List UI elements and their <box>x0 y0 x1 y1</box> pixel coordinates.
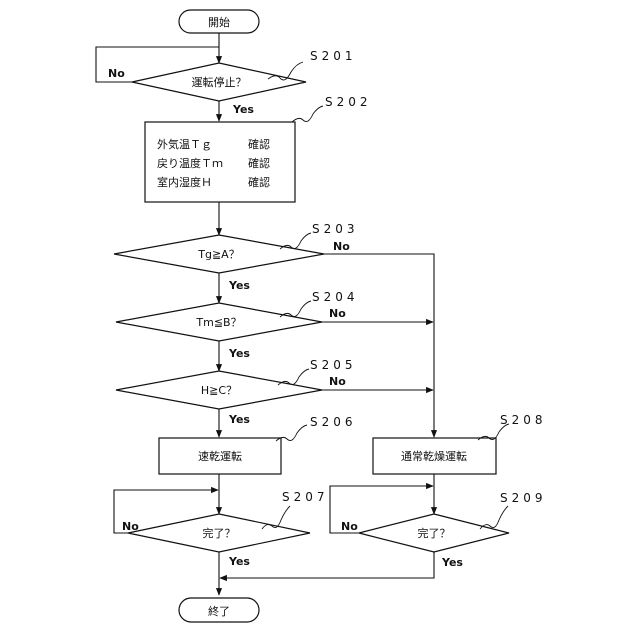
s204-yes-label: Yes <box>228 347 250 360</box>
process-s206-label: 速乾運転 <box>198 450 242 463</box>
end-terminator: 終了 <box>179 598 259 622</box>
step-label-s202: S202 <box>325 95 372 109</box>
step-label-s208: S208 <box>500 413 547 427</box>
decision-s203: Tg≧A？ <box>114 235 324 273</box>
s209-no-label: No <box>341 520 358 533</box>
decision-s203-label: Tg≧A？ <box>197 248 239 261</box>
s207-yes-label: Yes <box>228 555 250 568</box>
step-label-s203: S203 <box>312 222 359 236</box>
decision-s204-label: Tm≦B？ <box>195 316 241 329</box>
end-label: 終了 <box>208 604 230 618</box>
s203-yes-label: Yes <box>228 279 250 292</box>
decision-s207-label: 完了？ <box>203 526 236 540</box>
step-label-s206: S206 <box>310 415 357 429</box>
s202-item-return-temp-check: 確認 <box>248 156 270 170</box>
decision-s201-label: 運転停止？ <box>192 75 247 89</box>
decision-s201: 運転停止？ <box>132 63 306 101</box>
s202-item-outdoor-temp-check: 確認 <box>248 137 270 151</box>
step-label-s204: S204 <box>312 290 359 304</box>
s203-no-label: No <box>333 240 350 253</box>
s202-item-room-humidity: 室内湿度Ｈ <box>157 175 212 189</box>
process-s208: 通常乾燥運転 <box>373 438 496 474</box>
s205-yes-label: Yes <box>228 413 250 426</box>
s202-item-room-humidity-check: 確認 <box>248 175 270 189</box>
decision-s207: 完了？ <box>128 514 310 552</box>
step-label-s207: S207 <box>282 490 329 504</box>
s205-no-label: No <box>329 375 346 388</box>
decision-s209-label: 完了？ <box>418 526 451 540</box>
step-label-s205: S205 <box>310 358 357 372</box>
decision-s209: 完了？ <box>359 514 509 552</box>
s202-item-outdoor-temp: 外気温Ｔｇ <box>157 137 212 151</box>
process-s208-label: 通常乾燥運転 <box>401 450 467 463</box>
start-terminator: 開始 <box>179 10 259 33</box>
step-label-s209: S209 <box>500 491 547 505</box>
decision-s204: Tm≦B？ <box>116 303 322 341</box>
process-s202: 外気温Ｔｇ 確認 戻り温度Ｔｍ 確認 室内湿度Ｈ 確認 <box>145 122 295 202</box>
start-label: 開始 <box>208 15 230 29</box>
decision-s205: H≧C？ <box>116 371 322 409</box>
s201-no-label: No <box>108 67 125 80</box>
s201-yes-label: Yes <box>232 103 254 116</box>
s202-item-return-temp: 戻り温度Ｔｍ <box>157 156 223 170</box>
decision-s205-label: H≧C？ <box>201 384 237 397</box>
s209-yes-label: Yes <box>441 556 463 569</box>
step-label-s201: S201 <box>310 49 357 63</box>
process-s206: 速乾運転 <box>159 438 281 474</box>
s207-no-label: No <box>122 520 139 533</box>
s204-no-label: No <box>329 307 346 320</box>
